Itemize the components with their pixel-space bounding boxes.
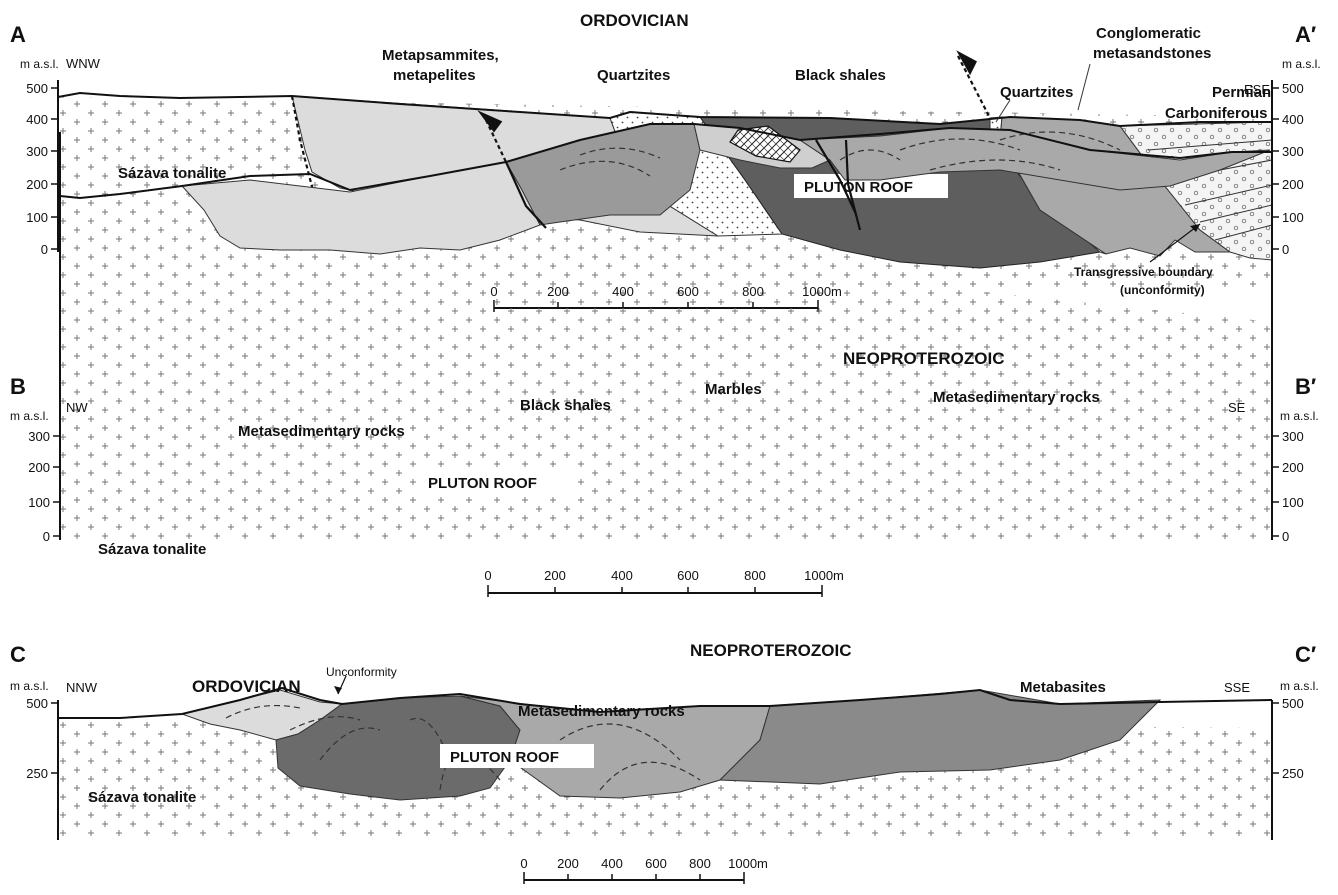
section-c-label-unconformity: Unconformity [326,665,397,679]
scale-a-1000: 1000m [802,284,842,299]
section-c-letter-prime: C′ [1295,642,1316,667]
section-a-era-label: ORDOVICIAN [580,11,689,30]
scale-a-400: 400 [612,284,634,299]
section-a-label-carboniferous: Carboniferous [1165,105,1268,122]
section-c-letter: C [10,642,26,667]
section-c-axis-title-left: m a.s.l. [10,679,49,693]
section-c-label-metased: Metasedimentary rocks [518,703,685,720]
section-a-right-tick-label-500: 500 [1282,81,1304,96]
section-b-letter: B [10,374,26,399]
section-b-label-tonalite: Sázava tonalite [98,541,206,558]
scale-a-800: 800 [742,284,764,299]
section-a-label-metapelites: metapelites [393,67,476,84]
section-a-left-tick-label-500: 500 [26,81,48,96]
section-a-label-transgressive-2: (unconformity) [1120,283,1205,297]
scale-b-0: 0 [484,568,491,583]
section-b-label-pluton-roof: PLUTON ROOF [428,475,537,492]
section-b-label-metased-right: Metasedimentary rocks [933,389,1100,406]
section-b-right-tick-label-200: 200 [1282,460,1304,475]
section-c-label-pluton-roof: PLUTON ROOF [450,749,559,766]
section-b-left-tick-label-200: 200 [28,460,50,475]
section-c-label-tonalite: Sázava tonalite [88,789,196,806]
section-a-label-transgressive-1: Transgressive boundary [1074,265,1213,279]
section-b-label-marbles: Marbles [705,381,762,398]
section-b-left-tick-label-300: 300 [28,429,50,444]
section-b-letter-prime: B′ [1295,374,1316,399]
section-b-label-metased-left: Metasedimentary rocks [238,423,405,440]
section-b-axis-title-left: m a.s.l. [10,409,49,423]
section-a-label-black-shales: Black shales [795,67,886,84]
scale-b-600: 600 [677,568,699,583]
scale-b-1000: 1000m [804,568,844,583]
section-b-right-tick-label-300: 300 [1282,429,1304,444]
section-a-letter-prime: A′ [1295,22,1316,47]
section-a-label-permian: Permian [1212,84,1271,101]
section-b-label-black-shales: Black shales [520,397,611,414]
scale-c-1000: 1000m [728,856,768,871]
section-c-dir-right: SSE [1224,680,1250,695]
scale-c-800: 800 [689,856,711,871]
section-c-label-ordovician: ORDOVICIAN [192,677,301,696]
section-a-label-conglomeratic-2: metasandstones [1093,45,1211,62]
scale-a-200: 200 [547,284,569,299]
section-a-conglomeratic-leader [1078,64,1090,110]
section-a-axis-title-left: m a.s.l. [20,57,59,71]
section-b-scale-bar [488,585,822,597]
section-a-left-tick-label-200: 200 [26,177,48,192]
section-c-axis-title-right: m a.s.l. [1280,679,1319,693]
section-c-right-tick-label-250: 250 [1282,766,1304,781]
section-c-label-metabasites: Metabasites [1020,679,1106,696]
section-c-right-tick-label-500: 500 [1282,696,1304,711]
section-a-letter: A [10,22,26,47]
scale-b-800: 800 [744,568,766,583]
section-a-label-metapsammites: Metapsammites, [382,47,499,64]
section-a-left-tick-label-100: 100 [26,210,48,225]
section-b-right-tick-label-100: 100 [1282,495,1304,510]
section-a-right-tick-label-400: 400 [1282,112,1304,127]
section-b-dir-left: NW [66,400,88,415]
section-b-dir-right: SE [1228,400,1246,415]
section-a-left-tick-label-0: 0 [41,242,48,257]
section-a-label-conglomeratic-1: Conglomeratic [1096,25,1201,42]
scale-c-400: 400 [601,856,623,871]
section-c-dir-left: NNW [66,680,98,695]
scale-c-200: 200 [557,856,579,871]
section-a-label-quartzites-2: Quartzites [1000,84,1073,101]
section-a-left-tick-label-300: 300 [26,144,48,159]
section-b-axis-title-right: m a.s.l. [1280,409,1319,423]
section-c-era-label: NEOPROTEROZOIC [690,641,852,660]
section-b-scale-labels: 0 200 400 600 800 1000m [484,568,843,583]
section-a-left-tick-label-400: 400 [26,112,48,127]
section-a-dir-left: WNW [66,56,101,71]
scale-a-0: 0 [490,284,497,299]
section-a-label-quartzites-1: Quartzites [597,67,670,84]
section-c-left-tick-label-250: 250 [26,766,48,781]
scale-b-400: 400 [611,568,633,583]
section-c-scale-bar [524,872,744,884]
section-a-right-tick-label-0: 0 [1282,242,1289,257]
section-a-right-tick-label-200: 200 [1282,177,1304,192]
section-a-right-tick-label-100: 100 [1282,210,1304,225]
section-b-right-tick-label-0: 0 [1282,529,1289,544]
section-c-left-tick-label-500: 500 [26,696,48,711]
section-a-label-tonalite: Sázava tonalite [118,165,226,182]
section-b-left-tick-label-0: 0 [43,529,50,544]
section-b-era-label: NEOPROTEROZOIC [843,349,1005,368]
section-c-scale-labels: 0 200 400 600 800 1000m [520,856,767,871]
section-a-right-tick-label-300: 300 [1282,144,1304,159]
scale-a-600: 600 [677,284,699,299]
scale-b-200: 200 [544,568,566,583]
section-a-label-pluton-roof: PLUTON ROOF [804,179,913,196]
section-b-left-tick-label-100: 100 [28,495,50,510]
scale-c-600: 600 [645,856,667,871]
scale-c-0: 0 [520,856,527,871]
section-a-axis-title-right: m a.s.l. [1282,57,1321,71]
